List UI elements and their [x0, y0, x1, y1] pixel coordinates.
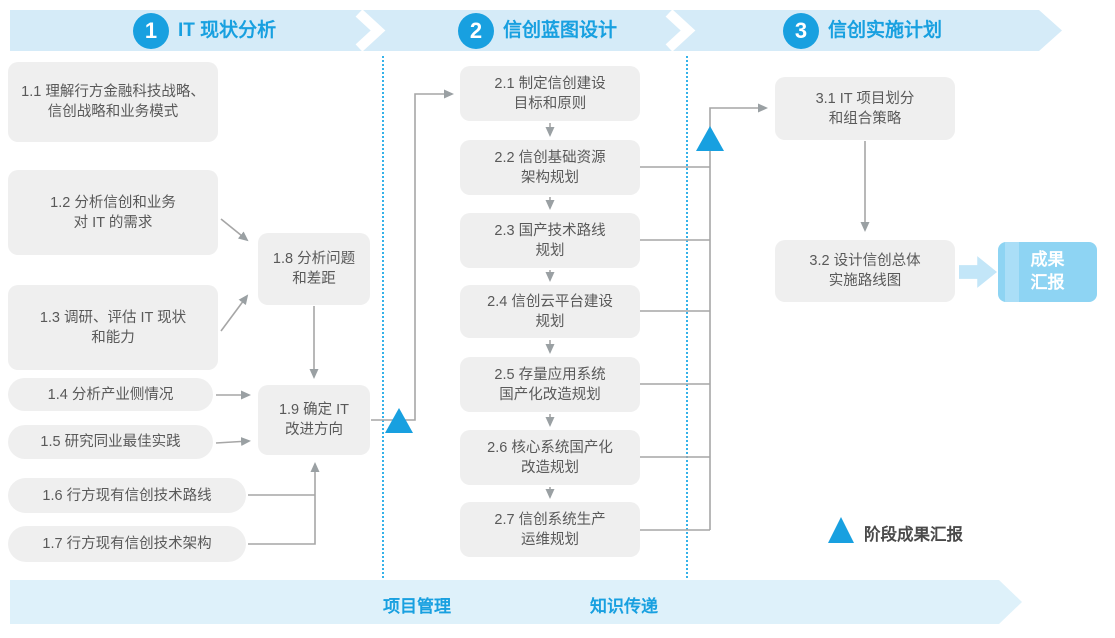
box-2-1: 2.1 制定信创建设 目标和原则	[460, 66, 640, 121]
footer-label-knowledge-transfer: 知识传递	[590, 597, 658, 616]
box-3-2: 3.2 设计信创总体 实施路线图	[775, 240, 955, 302]
legend-triangle-icon	[828, 517, 854, 543]
phase1-2-separator-line	[382, 56, 384, 578]
box-1-2: 1.2 分析信创和业务 对 IT 的需求	[8, 170, 218, 255]
phase1-number-badge: 1	[133, 13, 169, 49]
arrow-1-2-to-1-8	[220, 218, 249, 242]
bottom-stream-banner	[10, 580, 1022, 624]
milestone-triangle-phase1	[385, 408, 413, 433]
phase2-title: 信创蓝图设计	[503, 20, 618, 41]
box-1-5: 1.5 研究同业最佳实践	[8, 425, 213, 459]
phase1-title: IT 现状分析	[178, 20, 277, 41]
box-1-4: 1.4 分析产业侧情况	[8, 378, 213, 411]
box-1-3: 1.3 调研、评估 IT 现状 和能力	[8, 285, 218, 370]
result-box-stripe	[1005, 242, 1019, 302]
box-2-2: 2.2 信创基础资源 架构规划	[460, 140, 640, 195]
result-report-label: 成果 汇报	[1030, 250, 1065, 292]
box-1-8: 1.8 分析问题 和差距	[258, 233, 370, 305]
box-3-1: 3.1 IT 项目划分 和组合策略	[775, 77, 955, 140]
phase3-title: 信创实施计划	[828, 20, 943, 41]
arrow-collector-to-3-1	[709, 103, 768, 530]
phase3-number-badge: 3	[783, 13, 819, 49]
box-2-6: 2.6 核心系统国产化 改造规划	[460, 430, 640, 485]
box-2-7: 2.7 信创系统生产 运维规划	[460, 502, 640, 557]
result-report-box: 成果 汇报	[998, 242, 1097, 302]
top-phase-banner	[10, 10, 1062, 51]
box-2-3: 2.3 国产技术路线 规划	[460, 213, 640, 268]
box-2-4: 2.4 信创云平台建设 规划	[460, 285, 640, 338]
arrow-1-3-to-1-8	[220, 294, 249, 332]
box-1-1: 1.1 理解行方金融科技战略、 信创战略和业务模式	[8, 62, 218, 142]
arrow-1-7-to-1-9	[248, 462, 320, 545]
phase2-number: 2	[469, 18, 483, 43]
milestone-triangle-phase2	[696, 126, 724, 151]
phase2-number-badge: 2	[458, 13, 494, 49]
phase3-number: 3	[794, 18, 808, 43]
box-1-7: 1.7 行方现有信创技术架构	[8, 526, 246, 562]
legend-label: 阶段成果汇报	[864, 526, 963, 544]
arrow-1-5-to-1-9	[215, 436, 251, 446]
deliverable-block-arrow	[959, 256, 997, 288]
box-1-9: 1.9 确定 IT 改进方向	[258, 385, 370, 455]
phase1-number: 1	[144, 18, 158, 43]
phase2-3-separator-line	[686, 56, 688, 578]
footer-label-project-management: 项目管理	[383, 597, 451, 616]
box-1-6: 1.6 行方现有信创技术路线	[8, 478, 246, 513]
box-2-5: 2.5 存量应用系统 国产化改造规划	[460, 357, 640, 412]
